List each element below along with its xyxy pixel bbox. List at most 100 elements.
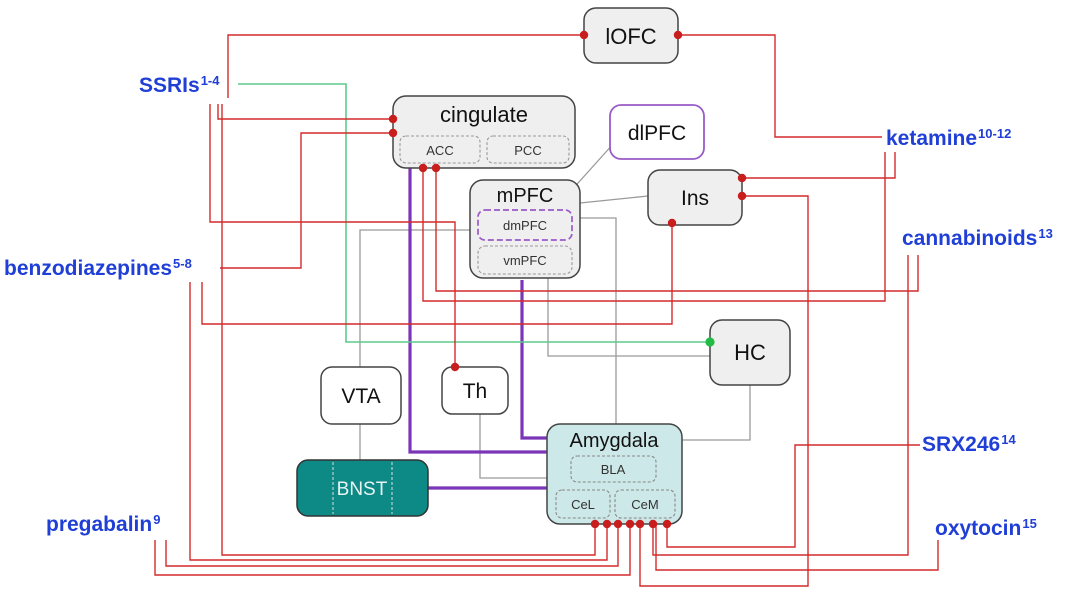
cel-subregion: CeL — [555, 489, 611, 519]
connection-mpfc-hc — [547, 278, 710, 357]
dmpfc-subregion: dmPFC — [477, 209, 573, 241]
target-dot-amygdala-2 — [602, 519, 612, 529]
ssri-lofc-line — [227, 34, 584, 98]
oxytocin-amygdala-line — [655, 524, 939, 571]
connection-dlpfc-mpfc — [569, 142, 615, 193]
hc-label: HC — [734, 340, 766, 365]
lofc-label: lOFC — [605, 24, 656, 49]
ins-label: Ins — [681, 187, 709, 210]
cingulate-label: cingulate — [440, 102, 528, 127]
bla-subregion: BLA — [570, 455, 657, 483]
target-dot-ins-upper — [737, 173, 747, 183]
connection-hc-amygdala — [682, 385, 751, 441]
cannabinoids-amygdala-line — [652, 255, 909, 556]
amygdala-label: Amygdala — [570, 430, 660, 452]
acc-label: ACC — [426, 143, 453, 158]
vta-node: VTA — [320, 366, 402, 425]
benzo-cingulate-line — [220, 132, 393, 269]
target-dot-lofc-left — [579, 30, 589, 40]
mpfc-label: mPFC — [497, 185, 554, 207]
target-dot-cingulate-upper — [388, 114, 398, 124]
ssri-th-line — [209, 104, 456, 367]
amygdala-node: Amygdala BLA CeL CeM — [546, 423, 683, 525]
target-dot-th — [450, 362, 460, 372]
dlpfc-label: dlPFC — [628, 122, 686, 145]
cel-label: CeL — [571, 497, 595, 512]
target-dot-amygdala-4 — [625, 519, 635, 529]
pcc-label: PCC — [514, 143, 541, 158]
target-dot-amygdala-5 — [635, 519, 645, 529]
drug-target-lines — [154, 34, 939, 587]
ssri-hc-line — [238, 83, 710, 343]
srx246-amygdala-line — [666, 444, 920, 548]
srx246-refs: 14 — [1001, 432, 1016, 447]
ketamine-name: ketamine — [886, 127, 978, 150]
vmpfc-subregion: vmPFC — [477, 245, 573, 275]
ketamine-ins-lower-line — [639, 195, 809, 587]
cem-label: CeM — [631, 497, 658, 512]
oxytocin-refs: 15 — [1022, 516, 1037, 531]
oxytocin-name: oxytocin — [935, 517, 1022, 540]
hc-node: HC — [709, 319, 791, 386]
benzo-ins-line — [201, 223, 673, 325]
acc-subregion: ACC — [399, 135, 481, 164]
connection-mpfc-ins — [579, 195, 649, 204]
ssris-refs: 1-4 — [200, 73, 220, 88]
vta-label: VTA — [341, 385, 380, 408]
dlpfc-node: dlPFC — [609, 104, 705, 160]
pathway-vmpfc-amygdala — [520, 280, 547, 440]
pcc-subregion: PCC — [486, 135, 570, 164]
connection-th-amygdala — [479, 414, 547, 479]
benzo-amygdala-line — [189, 282, 608, 561]
target-dots — [388, 30, 747, 529]
connection-mpfc-vta — [359, 229, 470, 367]
pathway-acc-amygdala — [408, 166, 547, 454]
cannabinoids-refs: 13 — [1038, 226, 1053, 241]
bnst-label: BNST — [337, 479, 388, 500]
cem-subregion: CeM — [614, 489, 676, 519]
target-dot-amygdala-6 — [648, 519, 658, 529]
pregabalin-name: pregabalin — [46, 513, 153, 536]
pregabalin-refs: 9 — [153, 512, 161, 527]
cannabinoids-name: cannabinoids — [902, 227, 1038, 250]
drug-label-pregabalin: pregabalin9 — [46, 512, 160, 537]
connection-mpfc-amygdala — [578, 217, 617, 425]
benzodiazepines-refs: 5-8 — [173, 256, 192, 271]
vmpfc-label: vmPFC — [503, 253, 546, 268]
drug-label-oxytocin: oxytocin15 — [935, 516, 1037, 541]
pregabalin-amygdala-line-b — [154, 524, 631, 576]
circuit-connections — [359, 142, 751, 479]
target-dot-amygdala-7 — [662, 519, 672, 529]
lofc-ketamine-line — [678, 34, 882, 138]
ins-node: Ins — [647, 169, 743, 226]
th-label: Th — [463, 380, 488, 403]
drug-label-srx246: SRX24614 — [922, 432, 1016, 457]
cingulate-node: cingulate ACC PCC — [392, 95, 576, 169]
pregabalin-amygdala-line-a — [165, 524, 619, 567]
th-node: Th — [441, 366, 509, 415]
lofc-node: lOFC — [583, 7, 679, 64]
drug-label-benzodiazepines: benzodiazepines5-8 — [4, 256, 192, 281]
target-dot-acc-left — [418, 163, 428, 173]
target-dot-ins-bottom — [667, 218, 677, 228]
benzodiazepines-name: benzodiazepines — [4, 257, 173, 280]
ketamine-ins-line — [742, 152, 896, 179]
drug-label-cannabinoids: cannabinoids13 — [902, 226, 1053, 251]
target-dot-amygdala-1 — [590, 519, 600, 529]
ketamine-refs: 10-12 — [978, 126, 1012, 141]
target-dot-acc-right — [431, 163, 441, 173]
ssri-cingulate-line — [217, 104, 393, 120]
cannabinoids-acc-line — [435, 168, 919, 292]
target-dot-amygdala-3 — [613, 519, 623, 529]
ketamine-acc-line — [422, 152, 886, 302]
dmpfc-label: dmPFC — [503, 218, 547, 233]
drug-label-ssris: SSRIs1-4 — [139, 73, 220, 98]
target-dot-cingulate-lower — [388, 128, 398, 138]
srx246-name: SRX246 — [922, 433, 1001, 456]
target-dot-hc — [705, 337, 715, 347]
target-dot-ins-lower — [737, 191, 747, 201]
ssris-name: SSRIs — [139, 74, 200, 97]
mpfc-node: mPFC dmPFC vmPFC — [469, 179, 581, 279]
target-dot-lofc-right — [673, 30, 683, 40]
